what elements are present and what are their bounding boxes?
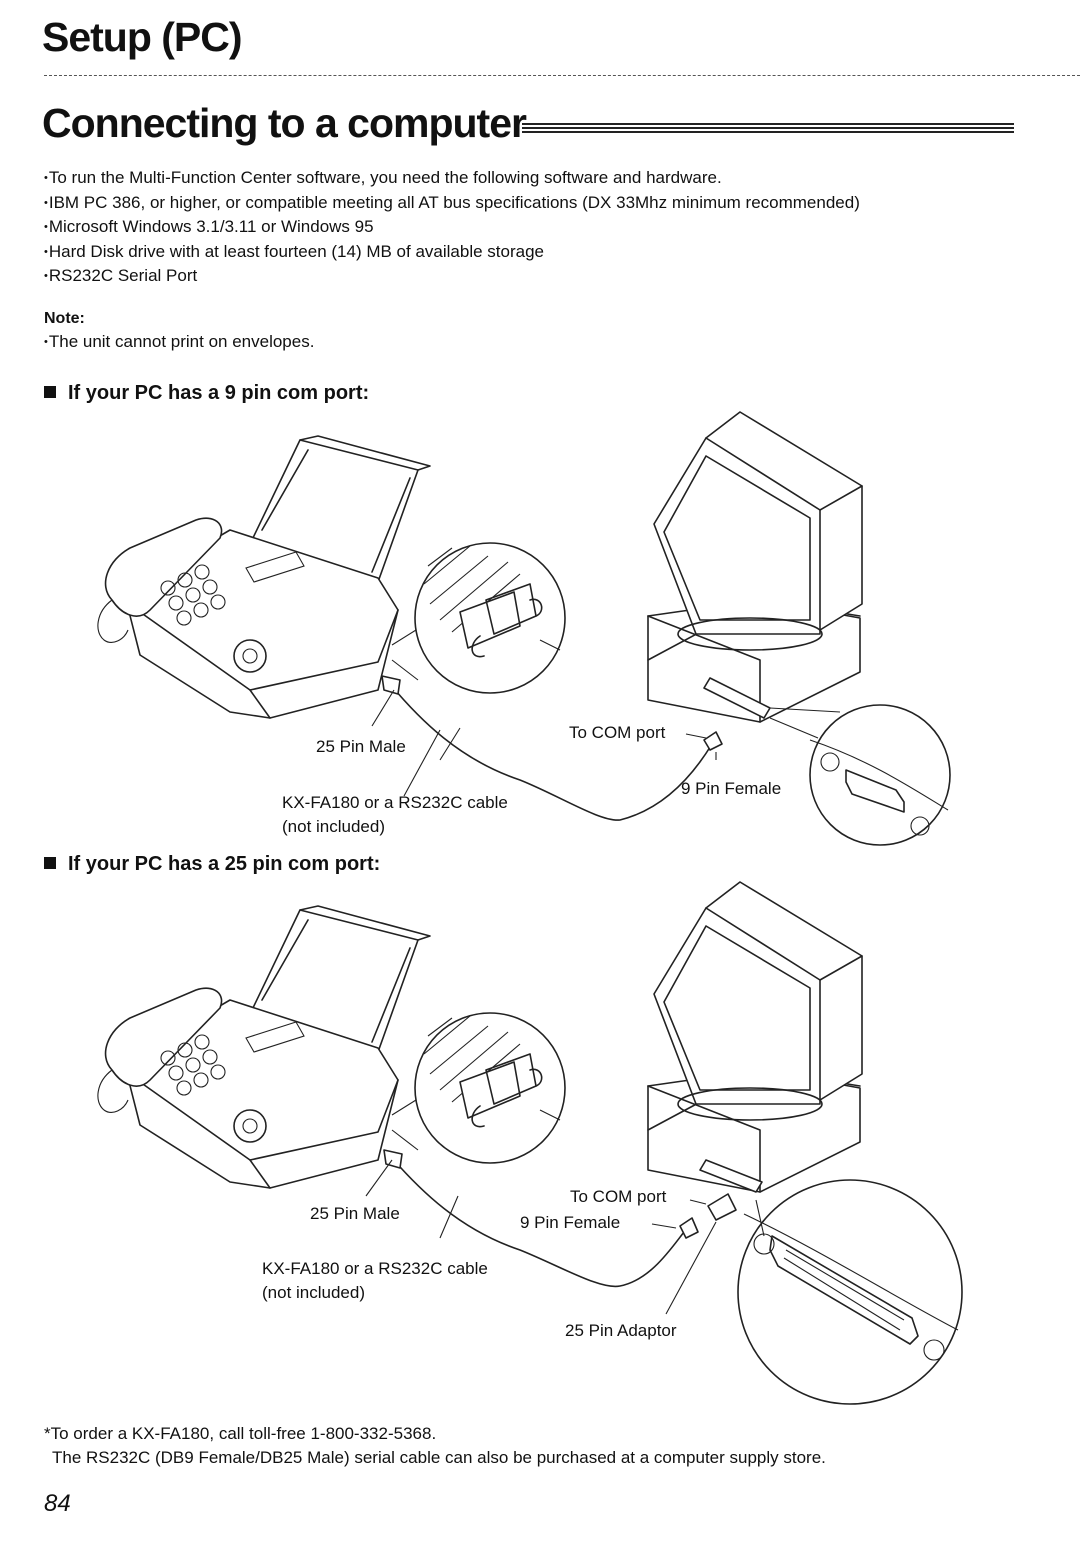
note-heading: Note: [44, 310, 85, 327]
list-item: •RS232C Serial Port [44, 266, 198, 285]
store-note: The RS232C (DB9 Female/DB25 Male) serial… [52, 1448, 826, 1467]
bullet-icon: • [44, 221, 48, 233]
label-25pin-male: 25 Pin Male [310, 1204, 400, 1223]
bullet-icon: • [44, 172, 48, 184]
fax-machine-icon [97, 905, 431, 1189]
connector-25pin-male-icon [381, 675, 401, 695]
label-cable-note: (not included) [282, 817, 386, 836]
serial-cable [391, 1157, 685, 1288]
label-9pin-female: 9 Pin Female [681, 779, 782, 798]
page-title: Connecting to a computer [42, 100, 527, 146]
label-com-port: To COM port [570, 1187, 667, 1206]
label-25pin-male: 25 Pin Male [316, 737, 406, 756]
label-cable: KX-FA180 or a RS232C cable [262, 1259, 488, 1278]
label-25pin-adaptor: 25 Pin Adaptor [565, 1321, 677, 1340]
com-port-25pin-closeup-icon [737, 1179, 963, 1405]
connector-25pin-male-icon [383, 1149, 403, 1169]
note-text: •The unit cannot print on envelopes. [44, 332, 315, 351]
section-divider [44, 75, 1080, 76]
adaptor-25pin-icon [707, 1193, 737, 1221]
fax-port-closeup-icon [391, 542, 566, 694]
label-cable-note: (not included) [262, 1283, 366, 1302]
label-cable: KX-FA180 or a RS232C cable [282, 793, 508, 812]
square-bullet-icon [44, 857, 56, 869]
list-item: •Microsoft Windows 3.1/3.11 or Windows 9… [44, 217, 374, 236]
connector-9pin-female-icon [703, 731, 723, 751]
label-9pin-female: 9 Pin Female [520, 1213, 621, 1232]
square-bullet-icon [44, 386, 56, 398]
list-item: •To run the Multi-Function Center softwa… [44, 168, 722, 187]
page-number: 84 [44, 1490, 71, 1517]
list-item: •IBM PC 386, or higher, or compatible me… [44, 192, 860, 212]
title-underline [522, 123, 1014, 137]
bullet-icon: • [44, 245, 48, 258]
bullet-icon: • [44, 336, 48, 348]
connector-9pin-female-icon [679, 1217, 699, 1239]
heading-9pin: If your PC has a 9 pin com port: [44, 382, 369, 405]
fax-port-closeup-icon [391, 1012, 566, 1164]
label-com-port: To COM port [569, 723, 666, 742]
fax-machine-icon [97, 435, 431, 719]
com-port-9pin-closeup-icon [769, 704, 951, 846]
bullet-icon: • [44, 270, 48, 282]
section-title: Setup (PC) [42, 14, 243, 60]
order-note: *To order a KX-FA180, call toll-free 1-8… [44, 1424, 437, 1443]
computer-monitor-icon [647, 881, 863, 1193]
computer-monitor-icon [647, 411, 863, 723]
requirements-list: •To run the Multi-Function Center softwa… [44, 166, 860, 289]
list-item: •Hard Disk drive with at least fourteen … [44, 241, 544, 261]
serial-cable [389, 683, 713, 821]
heading-25pin: If your PC has a 25 pin com port: [44, 853, 380, 876]
bullet-icon: • [44, 196, 48, 209]
